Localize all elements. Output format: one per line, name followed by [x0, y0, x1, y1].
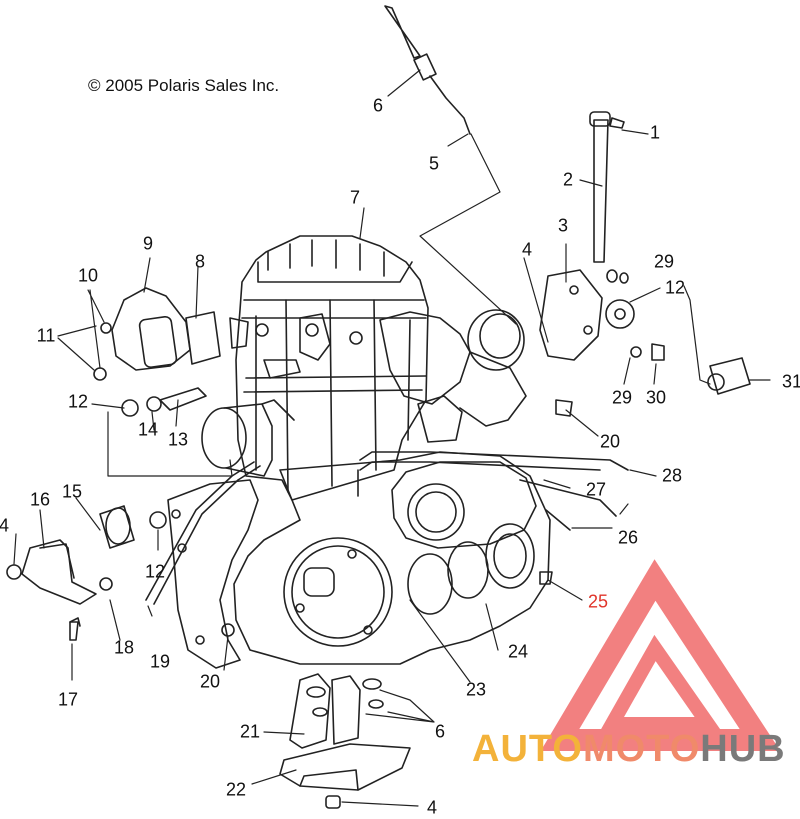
callout-c26: 26 — [617, 527, 639, 548]
callout-c4c: 4 — [426, 797, 438, 818]
callout-c28: 28 — [661, 465, 683, 486]
callout-c4a: 4 — [521, 239, 533, 260]
callout-c13: 13 — [167, 429, 189, 450]
callout-c21: 21 — [239, 721, 261, 742]
callout-c24: 24 — [507, 641, 529, 662]
callout-c25: 25 — [587, 591, 609, 612]
callout-c15: 15 — [61, 481, 83, 502]
crankcase — [167, 451, 551, 669]
intake-left — [93, 287, 249, 381]
callout-c6a: 6 — [372, 95, 384, 116]
copyright-text: © 2005 Polaris Sales Inc. — [88, 76, 280, 95]
oil-filter — [201, 399, 295, 477]
callout-c29a: 29 — [653, 251, 675, 272]
callout-c29b: 29 — [611, 387, 633, 408]
callout-c27: 27 — [585, 479, 607, 500]
callout-c31: 31 — [781, 371, 800, 392]
drive-housing — [391, 461, 537, 615]
callout-c5: 5 — [428, 153, 440, 174]
hoses-and-wires — [145, 451, 629, 605]
stator-cover — [283, 537, 393, 647]
engine-mounts — [6, 299, 751, 641]
callout-c30: 30 — [645, 387, 667, 408]
callout-c2: 2 — [562, 169, 574, 190]
callout-c18: 18 — [113, 637, 135, 658]
callout-c12b: 12 — [664, 277, 686, 298]
callout-c12a: 12 — [67, 391, 89, 412]
callout-c6b: 6 — [434, 721, 446, 742]
callout-c22: 22 — [225, 779, 247, 800]
callout-c7: 7 — [349, 187, 361, 208]
callout-c8: 8 — [194, 251, 206, 272]
callout-c20b: 20 — [199, 671, 221, 692]
callout-c19: 19 — [149, 651, 171, 672]
callout-c4b: 4 — [0, 515, 10, 536]
watermark-moto: MOTO — [582, 728, 701, 770]
callout-c12c: 12 — [144, 561, 166, 582]
callout-c20a: 20 — [599, 431, 621, 452]
callout-c17: 17 — [57, 689, 79, 710]
callout-c1: 1 — [649, 122, 661, 143]
callout-c10: 10 — [77, 265, 99, 286]
dipstick — [384, 5, 471, 135]
watermark-hub: HUB — [700, 728, 786, 770]
rod-assembly — [589, 111, 629, 284]
lower-mount — [221, 399, 573, 809]
intake-right — [379, 269, 603, 443]
callout-c23: 23 — [465, 679, 487, 700]
callout-c11: 11 — [36, 325, 56, 346]
watermark-auto: AUTO — [472, 728, 583, 770]
callout-c14: 14 — [137, 419, 159, 440]
callout-c16: 16 — [29, 489, 51, 510]
callout-c3: 3 — [557, 215, 569, 236]
callout-c9: 9 — [142, 233, 154, 254]
watermark-text: AUTOMOTOHUB — [472, 728, 786, 771]
watermark-logo — [540, 559, 781, 751]
leader-lines — [13, 69, 771, 807]
engine-block — [235, 235, 429, 501]
